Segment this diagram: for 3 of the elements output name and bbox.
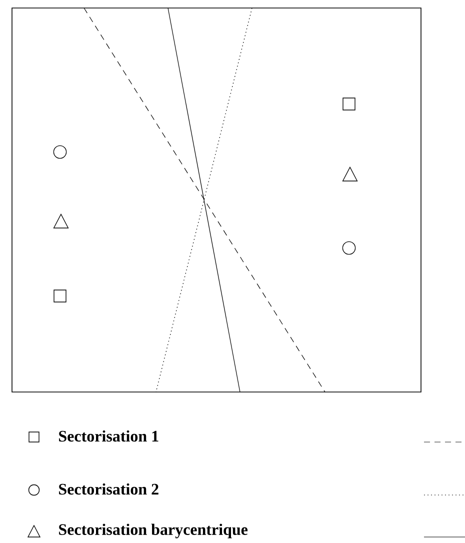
legend-label: Sectorisation barycentrique (59, 524, 248, 538)
legend-label: Sectorisation 2 (59, 483, 158, 495)
legend-label: Sectorisation 1 (59, 430, 158, 442)
